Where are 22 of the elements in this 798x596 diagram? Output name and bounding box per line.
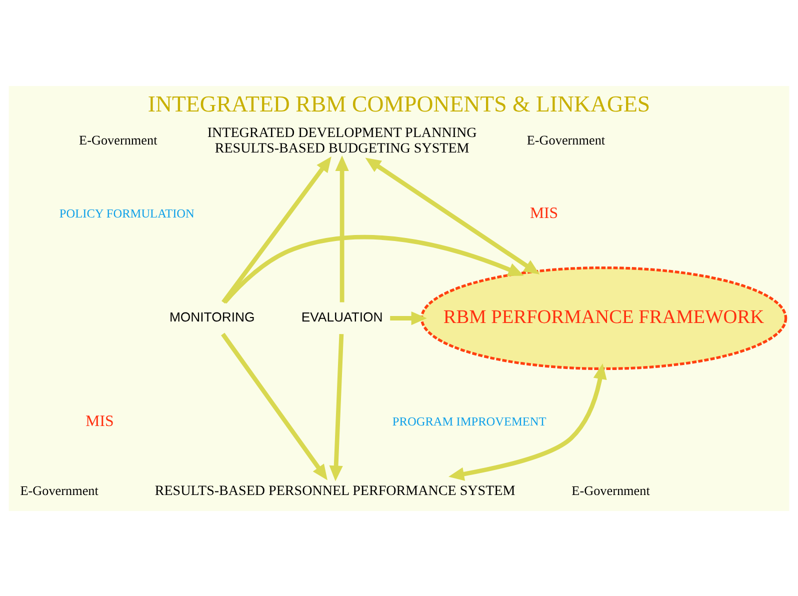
arrow xyxy=(365,157,540,274)
label: POLICY FORMULATION xyxy=(59,206,194,220)
arrow xyxy=(335,154,349,302)
node-text: RESULTS-BASED PERSONNEL PERFORMANCE SYSTEM xyxy=(154,482,516,499)
label: E-Government xyxy=(526,132,606,147)
node-text: MONITORING xyxy=(169,308,255,324)
arrow xyxy=(221,332,328,480)
label: MIS xyxy=(530,204,558,222)
label: E-Government xyxy=(572,482,650,498)
arrow xyxy=(448,362,607,480)
node-ellipse: RBM PERFORMANCE FRAMEWORK xyxy=(420,266,788,370)
node-text: EVALUATION xyxy=(301,308,383,324)
diagram-title: INTEGRATED RBM COMPONENTS & LINKAGES xyxy=(148,90,650,116)
label: E-Government xyxy=(79,132,158,147)
arrow xyxy=(390,310,427,325)
arrow xyxy=(222,156,332,304)
label: PROGRAM IMPROVEMENT xyxy=(392,414,546,428)
node-text: INTEGRATED DEVELOPMENT PLANNING RESULTS-BASED BUDGETING SYSTEM xyxy=(207,124,477,156)
arrow xyxy=(329,333,344,481)
label: MIS xyxy=(86,412,114,430)
label: E-Government xyxy=(20,482,98,498)
arrow xyxy=(223,234,524,304)
